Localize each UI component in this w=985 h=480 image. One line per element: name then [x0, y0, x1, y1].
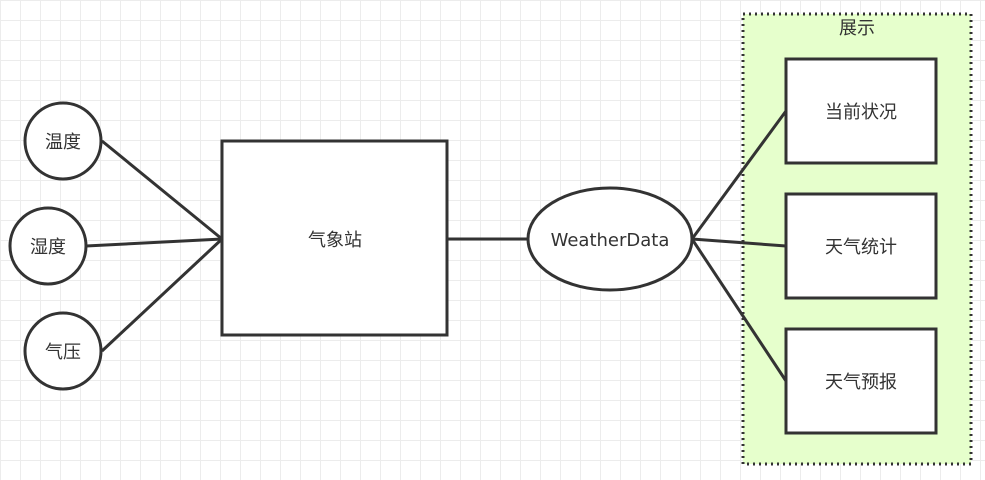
display-item-statistics[interactable]: 天气统计	[784, 192, 938, 300]
edge-weatherdata-statistics	[691, 237, 787, 248]
input-circle	[8, 206, 88, 286]
input-node-temperature[interactable]: 温度	[23, 101, 103, 181]
display-item-current[interactable]: 当前状况	[784, 57, 938, 165]
input-label: 湿度	[30, 237, 66, 258]
display-item-forecast[interactable]: 天气预报	[784, 327, 938, 435]
edge-weatherdata-current	[690, 110, 788, 240]
input-label: 气压	[45, 342, 81, 363]
weatherdata-label: WeatherData	[551, 230, 670, 251]
display-item-label: 天气统计	[825, 237, 897, 258]
input-node-pressure[interactable]: 气压	[23, 311, 103, 391]
station-box	[220, 139, 449, 337]
edge-weatherdata-forecast	[690, 238, 788, 382]
input-node-humidity[interactable]: 湿度	[8, 206, 88, 286]
edge-temperature-station	[101, 139, 223, 241]
display-item-box	[784, 192, 938, 300]
edge-pressure-station	[100, 237, 224, 353]
input-label: 温度	[45, 132, 81, 153]
display-item-box	[784, 57, 938, 165]
weatherdata-node[interactable]: WeatherData	[526, 186, 694, 292]
station-label: 气象站	[308, 230, 362, 251]
edge-humidity-station	[85, 237, 223, 248]
input-circle	[23, 311, 103, 391]
display-item-box	[784, 327, 938, 435]
station-node[interactable]: 气象站	[220, 139, 449, 337]
weatherdata-ellipse	[526, 186, 694, 292]
display-item-label: 当前状况	[825, 102, 897, 123]
display-group-title: 展示	[839, 18, 875, 39]
display-item-label: 天气预报	[825, 372, 897, 393]
input-circle	[23, 101, 103, 181]
edges	[85, 110, 788, 382]
